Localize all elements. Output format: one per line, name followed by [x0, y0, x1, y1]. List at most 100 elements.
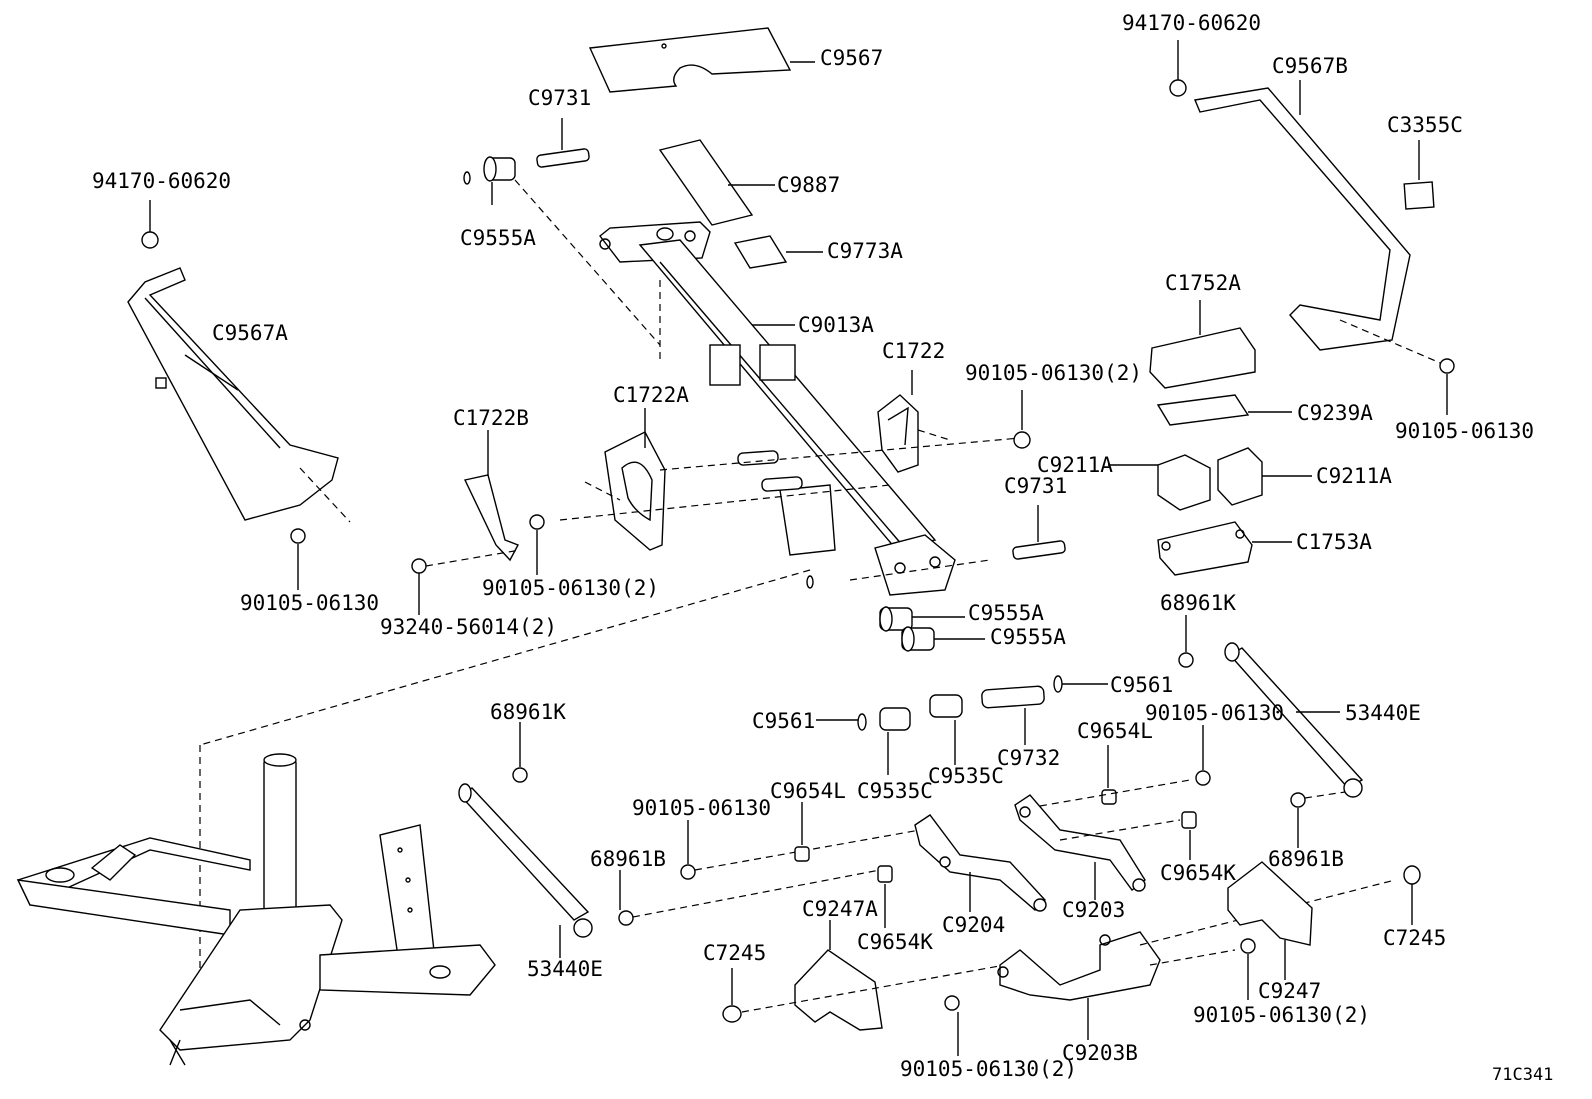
cover-c9567b — [1169, 40, 1455, 415]
plate-c9887 — [658, 139, 775, 226]
ring-c9561-right — [1053, 675, 1108, 693]
label-68961k-left: 68961K — [490, 700, 566, 724]
label-c3355c: C3355C — [1387, 113, 1463, 137]
label-68961b-right: 68961B — [1268, 847, 1344, 871]
label-c9239a: C9239A — [1297, 401, 1373, 425]
plate-c9247 — [1227, 861, 1313, 980]
label-c9773a: C9773A — [827, 239, 903, 263]
part-labels: C9567 C9731 C9887 C9773A C9555A C9013A 9… — [92, 11, 1553, 1085]
bolt-68961k-right — [1178, 615, 1194, 668]
label-c9654k-left: C9654K — [857, 930, 933, 954]
cover-c9567a — [127, 200, 351, 590]
label-90105-right: 90105-06130 — [1395, 419, 1534, 443]
label-68961k-right: 68961K — [1160, 591, 1236, 615]
label-plate-c3355c — [1403, 140, 1435, 210]
strut-53440e-left — [458, 783, 593, 958]
label-c9567a: C9567A — [212, 321, 288, 345]
label-c9247: C9247 — [1258, 979, 1321, 1003]
label-c9555a-2: C9555A — [990, 625, 1066, 649]
bolt-68961k-left — [512, 722, 528, 783]
label-94170-right: 94170-60620 — [1122, 11, 1261, 35]
arm-c9013a — [199, 221, 991, 1025]
clip-c7245-right — [1403, 865, 1421, 925]
bushing-c9555a-top — [463, 156, 661, 346]
bushing-c9535c-1 — [879, 707, 911, 775]
label-c9561-left: C9561 — [752, 709, 815, 733]
plate-c9773a — [733, 235, 823, 269]
collar-c9654k-right — [1181, 811, 1197, 860]
label-90105-x2-top: 90105-06130(2) — [965, 361, 1142, 385]
cover-c1752a — [1149, 300, 1256, 389]
screw-90105-06130-x2-bottom — [944, 995, 960, 1056]
arm-c9203 — [1014, 779, 1191, 900]
label-c9555a-1: C9555A — [968, 601, 1044, 625]
bracket-c9203b — [997, 879, 1396, 1040]
label-c1722a: C1722A — [613, 383, 689, 407]
label-90105-x2-bottom-right: 90105-06130(2) — [1193, 1003, 1370, 1027]
plate-c1722a — [584, 408, 666, 551]
label-c9731-top: C9731 — [528, 86, 591, 110]
pin-c9731-top — [536, 118, 590, 168]
label-c9247a: C9247A — [802, 897, 878, 921]
label-c9203b: C9203B — [1062, 1041, 1138, 1065]
screw-90105-06130-x2-bottom-right — [1240, 938, 1256, 1000]
label-c7245-right: C7245 — [1383, 926, 1446, 950]
label-68961b-left: 68961B — [590, 847, 666, 871]
strut-53440e-right — [1224, 642, 1364, 798]
bushing-c9535c-2 — [929, 694, 963, 765]
label-c1753a: C1753A — [1296, 530, 1372, 554]
label-c9555a-top: C9555A — [460, 226, 536, 250]
label-c9561-right: C9561 — [1110, 673, 1173, 697]
label-c9654k-right: C9654K — [1160, 861, 1236, 885]
label-53440e-left: 53440E — [527, 957, 603, 981]
bolt-68961b-right — [1290, 791, 1346, 848]
bracket-c1722b — [411, 430, 545, 615]
pin-c9731-right — [1012, 505, 1066, 560]
cover-plate-c9567 — [588, 27, 815, 93]
label-93240: 93240-56014(2) — [380, 615, 557, 639]
label-90105-x2-bottom: 90105-06130(2) — [900, 1057, 1077, 1081]
label-c9567: C9567 — [820, 46, 883, 70]
label-c9203: C9203 — [1062, 898, 1125, 922]
sleeve-c9732 — [981, 685, 1045, 745]
label-90105-left: 90105-06130 — [240, 591, 379, 615]
label-94170-left: 94170-60620 — [92, 169, 231, 193]
label-90105-x2-mid: 90105-06130(2) — [482, 576, 659, 600]
label-c9013a: C9013A — [798, 313, 874, 337]
bushings-c9555a — [879, 606, 985, 652]
bracket-c1753a — [1157, 521, 1292, 576]
label-c9887: C9887 — [777, 173, 840, 197]
label-c9654l-left: C9654L — [770, 779, 846, 803]
clip-c7245-left — [722, 964, 1006, 1023]
label-c1752a: C1752A — [1165, 271, 1241, 295]
label-c9535c-2: C9535C — [928, 764, 1004, 788]
ring-c9561-left — [816, 713, 867, 731]
label-c1722: C1722 — [882, 339, 945, 363]
label-c9732: C9732 — [997, 746, 1060, 770]
diagram-code: 71C341 — [1492, 1065, 1553, 1085]
plate-c1722 — [559, 370, 1021, 521]
screw-90105-06130-mid-right — [1195, 725, 1211, 786]
collar-c9654k-left — [877, 865, 893, 928]
label-c9535c-1: C9535C — [857, 779, 933, 803]
label-90105-mid-right: 90105-06130 — [1145, 701, 1284, 725]
label-c1722b: C1722B — [453, 406, 529, 430]
label-c9567b: C9567B — [1272, 54, 1348, 78]
label-90105-mid-left: 90105-06130 — [632, 796, 771, 820]
sheet-c9239a — [1156, 394, 1292, 426]
label-c7245-left: C7245 — [703, 941, 766, 965]
plate-c9247a — [794, 920, 883, 1031]
label-53440e-right: 53440E — [1345, 701, 1421, 725]
label-c9654l-right: C9654L — [1077, 719, 1153, 743]
arm-c9204 — [914, 814, 1047, 912]
screw-90105-06130-x2-top — [1013, 390, 1031, 449]
bolt-68961b-left — [618, 869, 881, 926]
clips-c9211a — [1108, 447, 1312, 511]
label-c9204: C9204 — [942, 913, 1005, 937]
label-c9211a-left: C9211A — [1037, 453, 1113, 477]
collar-c9654l-left — [794, 802, 810, 862]
label-c9211a-right: C9211A — [1316, 464, 1392, 488]
frame-assembly — [16, 753, 496, 1066]
label-c9731-right: C9731 — [1004, 474, 1067, 498]
